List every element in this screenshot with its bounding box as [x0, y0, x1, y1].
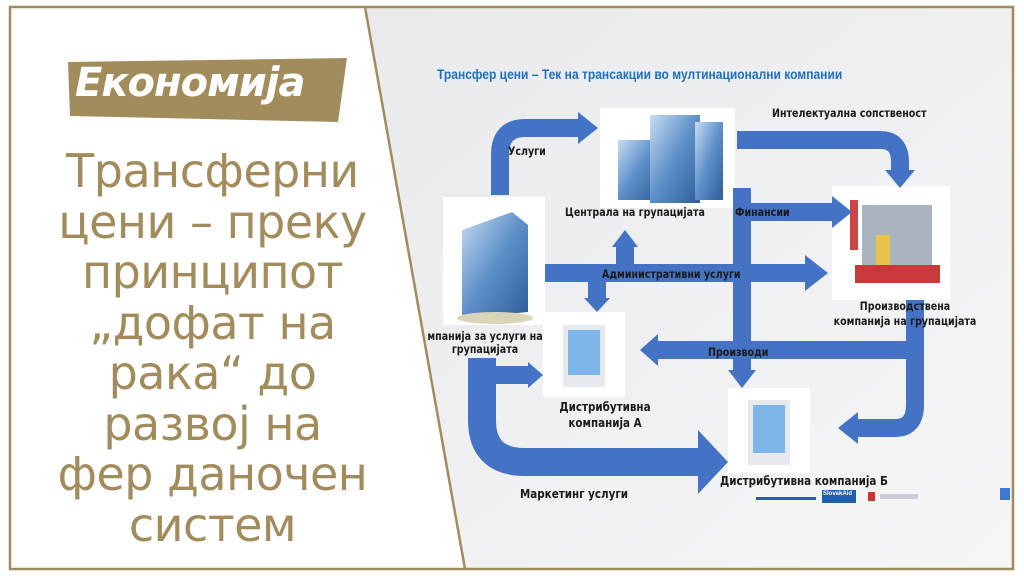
headline-line: фер даночен — [57, 447, 368, 501]
admin-flow-label: Административни услуги — [602, 267, 741, 281]
arrowhead — [832, 196, 852, 228]
services-flow-label: Услуги — [508, 144, 546, 158]
arrowhead — [885, 170, 915, 188]
arrowhead — [584, 298, 610, 312]
label-line: групацијата — [451, 342, 519, 356]
headline-line: систем — [128, 497, 297, 552]
label-line: Производствена — [859, 299, 951, 313]
hq-label: Централа на групацијата — [565, 205, 705, 219]
headline-line: „дофат на — [89, 295, 336, 350]
brand-badge — [68, 58, 347, 122]
headline-line: принципот — [82, 245, 343, 299]
label-line: мпанија за услуги на — [427, 329, 543, 343]
arrowhead — [612, 230, 638, 247]
marketing-flow-label: Маркетинг услуги — [520, 486, 628, 501]
diagonal-divider — [363, 6, 467, 570]
label-line: Дистрибутивна — [559, 399, 651, 414]
distributor-b-building-icon — [728, 388, 810, 473]
gold-border — [8, 5, 1015, 571]
services-company-label: мпанија за услуги на групацијата — [421, 330, 550, 356]
distributor-a-label: Дистрибутивна компанија А — [550, 399, 660, 431]
arrowhead — [528, 362, 543, 388]
ip-arrow — [737, 131, 909, 172]
diagram-title: Трансфер цени – Тек на трансакции во мул… — [437, 66, 843, 82]
products-to-b-arrow — [855, 300, 924, 437]
arrowhead — [838, 412, 858, 444]
headline-line: развој на — [103, 396, 322, 451]
arrowhead — [640, 334, 658, 366]
services-arrow — [491, 119, 580, 195]
brand-label: Економија — [75, 60, 306, 106]
arrowhead — [698, 430, 728, 494]
production-label: Производствена компанија на групацијата — [831, 299, 978, 329]
marketing-arrow — [468, 358, 700, 476]
arrowhead — [578, 112, 598, 144]
headline-line: Трансферни — [66, 144, 359, 198]
finance-flow-label: Финансии — [735, 205, 790, 219]
slovakaid-logo: SlovakAid — [823, 491, 853, 497]
label-line: компанија А — [568, 415, 642, 430]
sponsor-logos — [756, 488, 1010, 503]
ip-flow-label: Интелектуална сопственост — [772, 106, 927, 120]
products-flow-label: Производи — [708, 345, 769, 359]
services-building-icon — [443, 197, 545, 325]
article-headline: Трансферни цени – преку принципот „дофат… — [20, 146, 405, 550]
label-line: компанија на групацијата — [833, 314, 977, 328]
hq-building-icon — [600, 108, 735, 208]
headline-line: цени – преку — [58, 194, 367, 249]
distributor-b-label: Дистрибутивна компанија Б — [720, 473, 888, 488]
distributor-a-building-icon — [543, 312, 625, 397]
headline-line: рака“ до — [108, 346, 317, 400]
factory-icon — [832, 186, 950, 300]
arrowhead — [728, 370, 756, 388]
arrowhead — [805, 255, 828, 291]
